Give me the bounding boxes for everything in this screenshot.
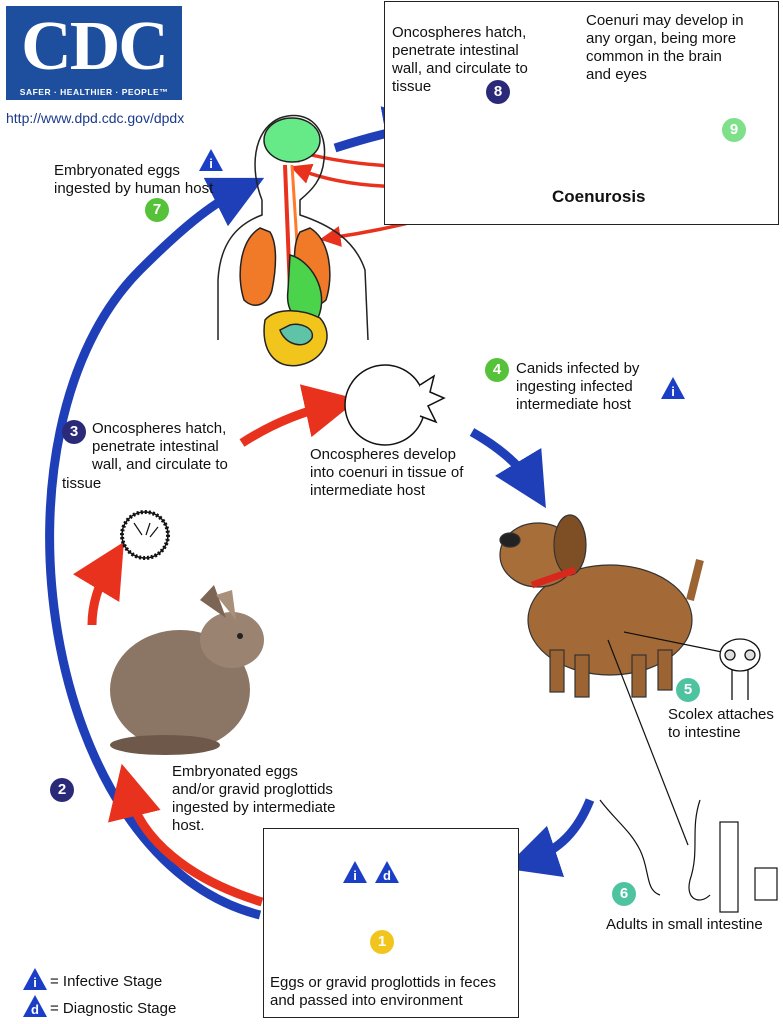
arrow-environment-to-human	[45, 177, 265, 920]
svg-text:i: i	[671, 384, 675, 399]
step-5-badge: 5	[676, 678, 700, 702]
human-infection-box	[384, 1, 779, 225]
step-6-badge: 6	[612, 882, 636, 906]
logo-tagline: SAFER · HEALTHIER · PEOPLE™	[19, 87, 169, 97]
step-8-badge: 8	[486, 80, 510, 104]
svg-text:d: d	[31, 1002, 39, 1017]
step-3-badge: 3	[62, 420, 86, 444]
arrow-rabbit-to-oncosphere	[72, 541, 124, 626]
step-1-badge: 1	[370, 930, 394, 954]
source-url[interactable]: http://www.dpd.cdc.gov/dpdx	[6, 110, 185, 126]
coenurosis-label: Coenurosis	[552, 187, 646, 206]
step-8-text: Oncospheres hatch,penetrate intestinal w…	[392, 24, 528, 95]
infective-stage-icon-box: i	[343, 861, 367, 883]
step-9-badge: 9	[722, 118, 746, 142]
callout-scolex	[623, 631, 723, 653]
dog	[499, 514, 704, 698]
callout-adults	[607, 639, 689, 846]
svg-text:d: d	[383, 868, 391, 883]
svg-text:i: i	[353, 868, 357, 883]
infective-stage-icon-dog: i	[661, 377, 685, 399]
step-3-text: Oncospheres hatch,penetrate intestinal w…	[92, 420, 228, 473]
arrow-environment-to-rabbit	[108, 763, 264, 907]
legend-diagnostic-text: = Diagnostic Stage	[50, 1000, 177, 1017]
adult-worms	[599, 799, 778, 913]
step-7-badge: 7	[145, 198, 169, 222]
legend-infective-icon: i	[23, 968, 47, 990]
coenurus-middle	[344, 364, 446, 446]
human-figure	[217, 114, 369, 367]
legend-diagnostic-icon: d	[23, 995, 47, 1017]
environment-box	[263, 828, 519, 1018]
arrow-oncosphere-to-coenurus	[239, 384, 359, 447]
step-4-badge: 4	[485, 358, 509, 382]
oncosphere-left	[120, 510, 170, 560]
legend-infective-text: = Infective Stage	[50, 973, 163, 990]
logo-name: CDC	[21, 8, 169, 85]
rabbit	[110, 585, 264, 755]
step-3-text-line4: tissue	[62, 475, 102, 492]
scolex	[719, 638, 761, 700]
arrow-dog-to-environment	[504, 798, 595, 878]
arrow-coenurus-to-dog	[469, 428, 546, 509]
diagnostic-stage-icon-box: d	[375, 861, 399, 883]
cdc-logo: CDC SAFER · HEALTHIER · PEOPLE™	[6, 6, 182, 100]
infective-stage-icon: i	[199, 149, 223, 171]
svg-text:i: i	[33, 975, 37, 990]
step-2-badge: 2	[50, 778, 74, 802]
svg-text:i: i	[209, 156, 213, 171]
step-6-text: Adults in small intestine	[606, 916, 763, 933]
